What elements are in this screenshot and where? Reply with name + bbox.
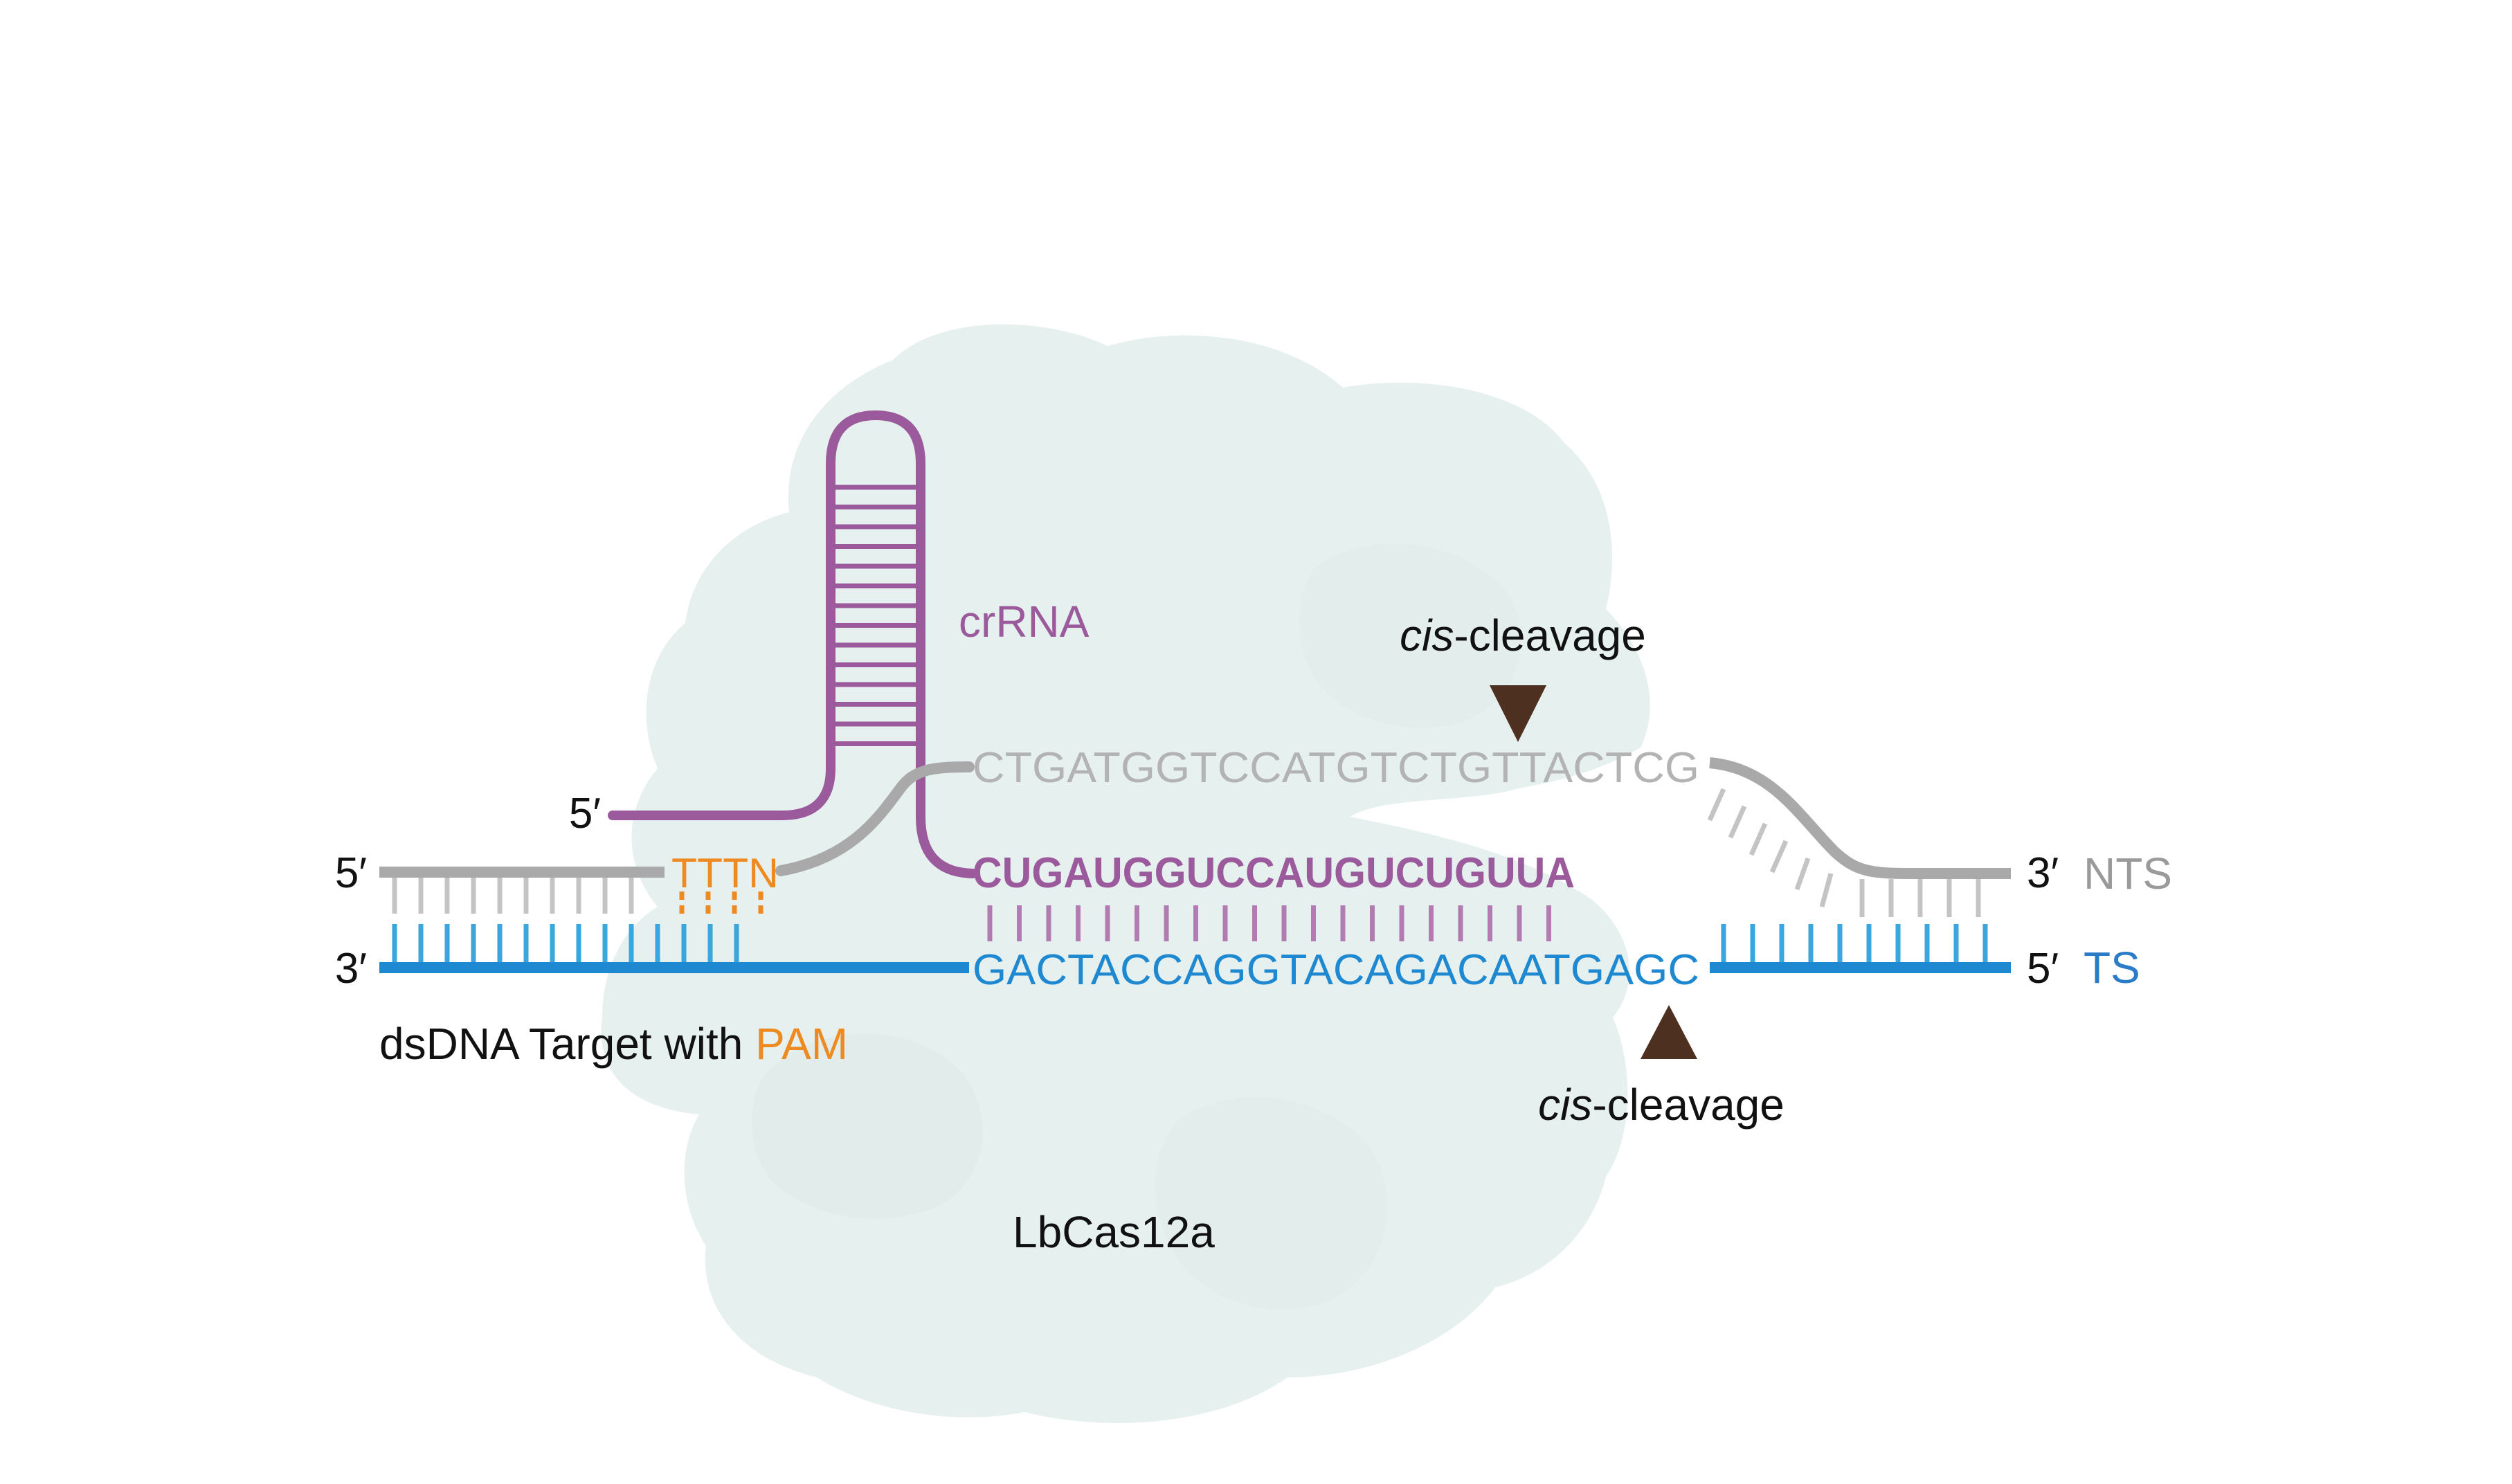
cleavage-arrow-up-icon (1641, 1005, 1697, 1059)
protein-lobe-shade (1155, 1097, 1388, 1310)
crrna-ts-base-pairs (987, 905, 1551, 941)
ts-right-ticks (1721, 924, 1988, 962)
non-target-strand: CTGATGGTCCATGTCTGTTACTCG TTTN 5′ 3′ NTS (335, 744, 2172, 917)
ts-name-label: TS (2084, 943, 2140, 993)
ts-left-ticks (392, 924, 739, 962)
nts-sequence: CTGATGGTCCATGTCTGTTACTCG (973, 744, 1699, 792)
ts-sequence: GACTACCAGGTACAGACAATGAGC (973, 946, 1699, 994)
crrna-label: crRNA (959, 597, 1090, 646)
top-cleavage-rest: -cleavage (1454, 610, 1646, 660)
top-cleavage-italic: cis (1400, 610, 1454, 660)
protein-lobe-shade (752, 1033, 983, 1219)
nts-right-ticks (1707, 788, 1981, 917)
bottom-cleavage-label: cis-cleavage (1538, 1080, 1784, 1130)
ts-3prime-label: 3′ (335, 945, 367, 993)
nts-base-tick (1749, 822, 1768, 856)
cleavage-arrow-down-icon (1490, 685, 1546, 742)
protein-label: LbCas12a (1013, 1207, 1215, 1257)
nts-name-label: NTS (2084, 849, 2172, 898)
nts-base-tick (1707, 788, 1726, 822)
crrna-strand: 5′ crRNA CUGAUGGUCCAUGUCUGUUA (569, 410, 1575, 897)
pam-pairing-dashes (679, 892, 763, 914)
ts-5prime-label: 5′ (2027, 945, 2059, 993)
nts-base-tick (1728, 805, 1747, 839)
crrna-hairpin-rungs (835, 485, 916, 746)
crrna-spacer-sequence: CUGAUGGUCCAUGUCUGUUA (973, 849, 1575, 897)
crrna-5prime-label: 5′ (569, 790, 601, 838)
nts-base-tick (1819, 873, 1834, 907)
dsdna-target-label: dsDNA Target with PAM (379, 1019, 848, 1069)
protein-lobe-shade (1299, 543, 1521, 728)
cleavage-markers: cis-cleavage cis-cleavage (1400, 610, 1784, 1130)
bottom-cleavage-rest: -cleavage (1592, 1080, 1784, 1130)
target-strand: GACTACCAGGTACAGACAATGAGC 3′ 5′ TS (335, 924, 2140, 994)
nts-right-backbone (1709, 757, 2011, 879)
nts-displaced-backbone (775, 761, 975, 876)
top-cleavage-label: cis-cleavage (1400, 610, 1646, 660)
crrna-backbone (608, 410, 977, 878)
pam-sequence: TTTN (671, 850, 779, 896)
lbcas12a-protein-shape (601, 324, 1650, 1423)
dsdna-target-prefix: dsDNA Target with (379, 1019, 755, 1069)
nts-base-tick (1769, 840, 1789, 874)
nts-base-tick (1794, 857, 1811, 891)
dsdna-target-pam-word: PAM (755, 1019, 848, 1069)
nts-left-ticks (392, 878, 634, 914)
nts-5prime-label: 5′ (335, 849, 367, 897)
nts-3prime-label: 3′ (2027, 849, 2059, 897)
bottom-cleavage-italic: cis (1538, 1080, 1592, 1130)
